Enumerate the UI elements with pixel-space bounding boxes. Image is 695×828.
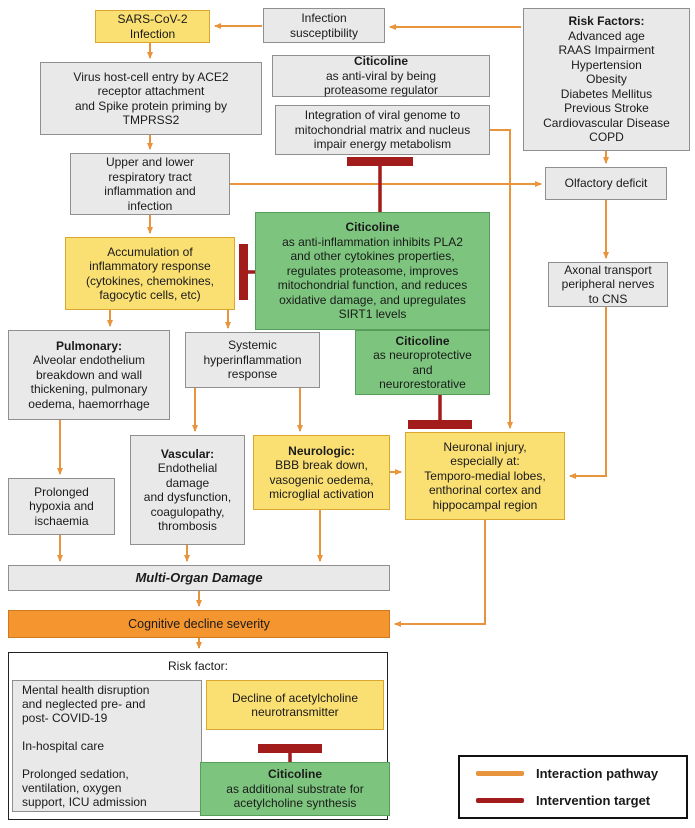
accumulation-text: Accumulation of inflammatory response (c… — [85, 244, 215, 303]
risk-factor-label: Risk factor: — [167, 659, 228, 673]
intervention-target-label: Intervention target — [536, 793, 651, 808]
pulmonary-title: Pulmonary: — [55, 338, 122, 353]
box-citicoline-antiinflammatory: Citicoline as anti-inflammation inhibits… — [255, 212, 490, 330]
neuronal-injury-text: Neuronal injury, especially at: Temporo-… — [424, 439, 546, 512]
box-inflammatory-accumulation: Accumulation of inflammatory response (c… — [65, 237, 235, 310]
box-citicoline-substrate: Citicoline as additional substrate for a… — [200, 762, 390, 816]
box-citicoline-antiviral: Citicoline as anti-viral by being protea… — [272, 54, 490, 98]
box-prolonged-hypoxia: Prolonged hypoxia and ischaemia — [8, 478, 115, 535]
interaction-pathway-label: Interaction pathway — [536, 766, 659, 781]
legend: Interaction pathway Intervention target — [458, 755, 688, 819]
neurologic-body: BBB break down, vasogenic oedema, microg… — [269, 458, 374, 501]
box-multi-organ-damage: Multi-Organ Damage — [8, 565, 390, 591]
box-acetylcholine-decline: Decline of acetylcholine neurotransmitte… — [206, 680, 384, 730]
sars-text: SARS-CoV-2 Infection — [117, 12, 188, 41]
olfactory-text: Olfactory deficit — [564, 176, 648, 191]
citicoline-antiinflammatory-title: Citicoline — [345, 220, 400, 235]
box-infection-susceptibility: Infection susceptibility — [263, 8, 385, 43]
box-risk-factors: Risk Factors: Advanced age RAAS Impairme… — [523, 8, 690, 151]
hypoxia-text: Prolonged hypoxia and ischaemia — [29, 484, 94, 528]
risk-factors-body: Advanced age RAAS Impairment Hypertensio… — [543, 28, 670, 145]
box-virus-host-cell-entry: Virus host-cell entry by ACE2 receptor a… — [40, 62, 262, 135]
box-respiratory-inflammation: Upper and lower respiratory tract inflam… — [70, 153, 230, 215]
respiratory-text: Upper and lower respiratory tract inflam… — [104, 155, 196, 213]
interaction-pathway-line-icon — [476, 771, 524, 776]
infection-susceptibility-text: Infection susceptibility — [289, 11, 359, 40]
multi-organ-text: Multi-Organ Damage — [135, 569, 263, 585]
box-mental-health-disruption: Mental health disruption and neglected p… — [12, 680, 202, 812]
legend-row-intervention: Intervention target — [476, 793, 686, 808]
pulmonary-body: Alveolar endothelium breakdown and wall … — [28, 353, 150, 411]
citicoline-substrate-title: Citicoline — [267, 767, 322, 782]
citicoline-antiviral-body: as anti-viral by being proteasome regula… — [323, 68, 439, 98]
vascular-body: Endothelial damage and dysfunction, coag… — [143, 461, 232, 533]
box-vascular: Vascular: Endothelial damage and dysfunc… — [130, 435, 245, 545]
box-cognitive-decline-severity: Cognitive decline severity — [8, 610, 390, 638]
citicoline-neuroprotective-body: as neuroprotective and neurorestorative — [373, 348, 472, 391]
box-systemic-hyperinflammation: Systemic hyperinflammation response — [185, 332, 320, 388]
risk-factors-title: Risk Factors: — [568, 14, 645, 29]
viral-genome-text: Integration of viral genome to mitochond… — [294, 108, 471, 152]
acetylcholine-decline-text: Decline of acetylcholine neurotransmitte… — [231, 690, 359, 720]
neurologic-title: Neurologic: — [288, 443, 355, 458]
citicoline-antiinflammatory-body: as anti-inflammation inhibits PLA2 and o… — [277, 234, 468, 322]
cognitive-decline-text: Cognitive decline severity — [128, 616, 270, 631]
box-axonal-transport: Axonal transport peripheral nerves to CN… — [548, 262, 668, 307]
box-pulmonary: Pulmonary: Alveolar endothelium breakdow… — [8, 330, 170, 420]
citicoline-antiviral-title: Citicoline — [353, 54, 408, 69]
box-sars-cov2-infection: SARS-CoV-2 Infection — [95, 10, 210, 43]
box-neuronal-injury: Neuronal injury, especially at: Temporo-… — [405, 432, 565, 520]
mental-health-text: Mental health disruption and neglected p… — [22, 683, 150, 809]
box-olfactory-deficit: Olfactory deficit — [545, 167, 667, 200]
box-neurologic: Neurologic: BBB break down, vasogenic oe… — [253, 435, 390, 510]
intervention-target-line-icon — [476, 798, 524, 803]
legend-row-interaction: Interaction pathway — [476, 766, 686, 781]
systemic-text: Systemic hyperinflammation response — [203, 338, 302, 382]
box-citicoline-neuroprotective: Citicoline as neuroprotective and neuror… — [355, 330, 490, 395]
axonal-transport-text: Axonal transport peripheral nerves to CN… — [561, 262, 655, 306]
citicoline-substrate-body: as additional substrate for acetylcholin… — [226, 781, 364, 811]
virus-entry-text: Virus host-cell entry by ACE2 receptor a… — [73, 69, 229, 128]
citicoline-neuroprotective-title: Citicoline — [395, 333, 450, 348]
vascular-title: Vascular: — [160, 446, 215, 461]
box-viral-genome-integration: Integration of viral genome to mitochond… — [275, 105, 490, 155]
